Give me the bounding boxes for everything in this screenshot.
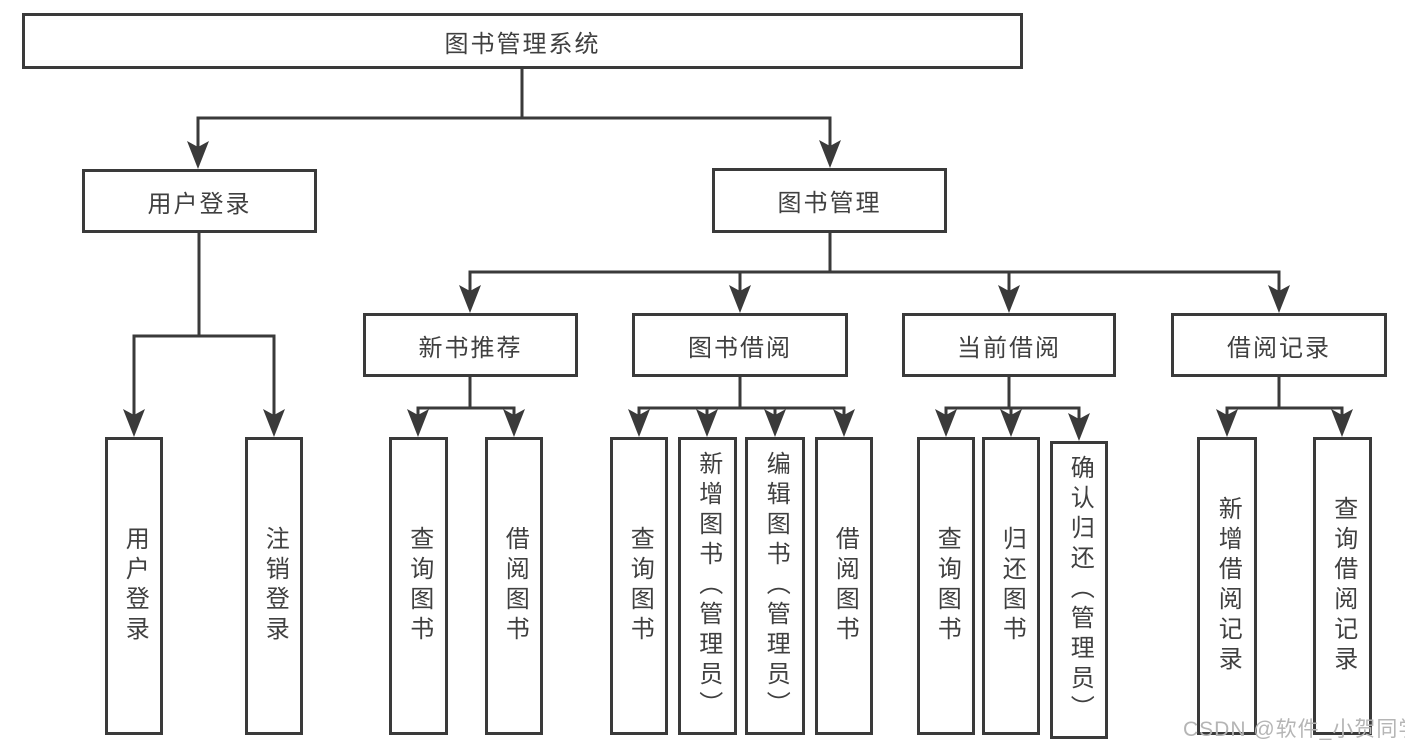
node-root: 图书管理系统 xyxy=(22,13,1023,69)
leaf-query-books-current-label: 查询图书 xyxy=(933,526,961,646)
node-root-label: 图书管理系统 xyxy=(444,30,601,58)
node-new-book-recommend: 新书推荐 xyxy=(363,313,578,377)
leaf-borrow-books: 借阅图书 xyxy=(815,437,873,735)
leaf-query-books-borrow: 查询图书 xyxy=(610,437,668,735)
node-book-borrowing-label: 图书借阅 xyxy=(688,334,792,362)
node-current-borrowing: 当前借阅 xyxy=(902,313,1116,377)
leaf-confirm-return-admin-label: 确认归还（管理员） xyxy=(1066,455,1094,725)
leaf-add-borrow-record-label: 新增借阅记录 xyxy=(1214,496,1242,676)
node-new-book-recommend-label: 新书推荐 xyxy=(418,334,523,362)
node-borrowing-records-label: 借阅记录 xyxy=(1227,334,1331,362)
leaf-logout-label: 注销登录 xyxy=(261,526,289,646)
node-book-management-label: 图书管理 xyxy=(777,190,882,217)
leaf-query-books-current: 查询图书 xyxy=(917,437,975,735)
node-book-management: 图书管理 xyxy=(712,168,947,233)
leaf-edit-book-admin-label: 编辑图书（管理员） xyxy=(762,451,790,721)
leaf-return-books-label: 归还图书 xyxy=(998,526,1026,646)
leaf-add-book-admin-label: 新增图书（管理员） xyxy=(694,451,722,721)
leaf-query-borrow-record: 查询借阅记录 xyxy=(1313,437,1372,735)
leaf-edit-book-admin: 编辑图书（管理员） xyxy=(745,437,805,735)
leaf-query-books-borrow-label: 查询图书 xyxy=(626,526,654,646)
leaf-add-book-admin: 新增图书（管理员） xyxy=(678,437,737,735)
leaf-logout: 注销登录 xyxy=(245,437,303,735)
watermark: CSDN @软件_小贺同学 xyxy=(1183,718,1405,741)
leaf-borrow-books-recommend: 借阅图书 xyxy=(485,437,543,735)
node-book-borrowing: 图书借阅 xyxy=(632,313,848,377)
leaf-query-borrow-record-label: 查询借阅记录 xyxy=(1329,496,1357,676)
leaf-confirm-return-admin: 确认归还（管理员） xyxy=(1050,441,1108,739)
leaf-borrow-books-recommend-label: 借阅图书 xyxy=(501,526,529,646)
leaf-return-books: 归还图书 xyxy=(982,437,1040,735)
node-user-login: 用户登录 xyxy=(82,169,317,233)
node-borrowing-records: 借阅记录 xyxy=(1171,313,1387,377)
node-current-borrowing-label: 当前借阅 xyxy=(957,334,1061,362)
leaf-add-borrow-record: 新增借阅记录 xyxy=(1197,437,1257,735)
leaf-user-login-label: 用户登录 xyxy=(121,526,149,646)
leaf-query-books-recommend-label: 查询图书 xyxy=(405,526,433,646)
leaf-user-login: 用户登录 xyxy=(105,437,163,735)
leaf-query-books-recommend: 查询图书 xyxy=(389,437,448,735)
leaf-borrow-books-label: 借阅图书 xyxy=(831,526,859,646)
node-user-login-label: 用户登录 xyxy=(147,190,252,218)
